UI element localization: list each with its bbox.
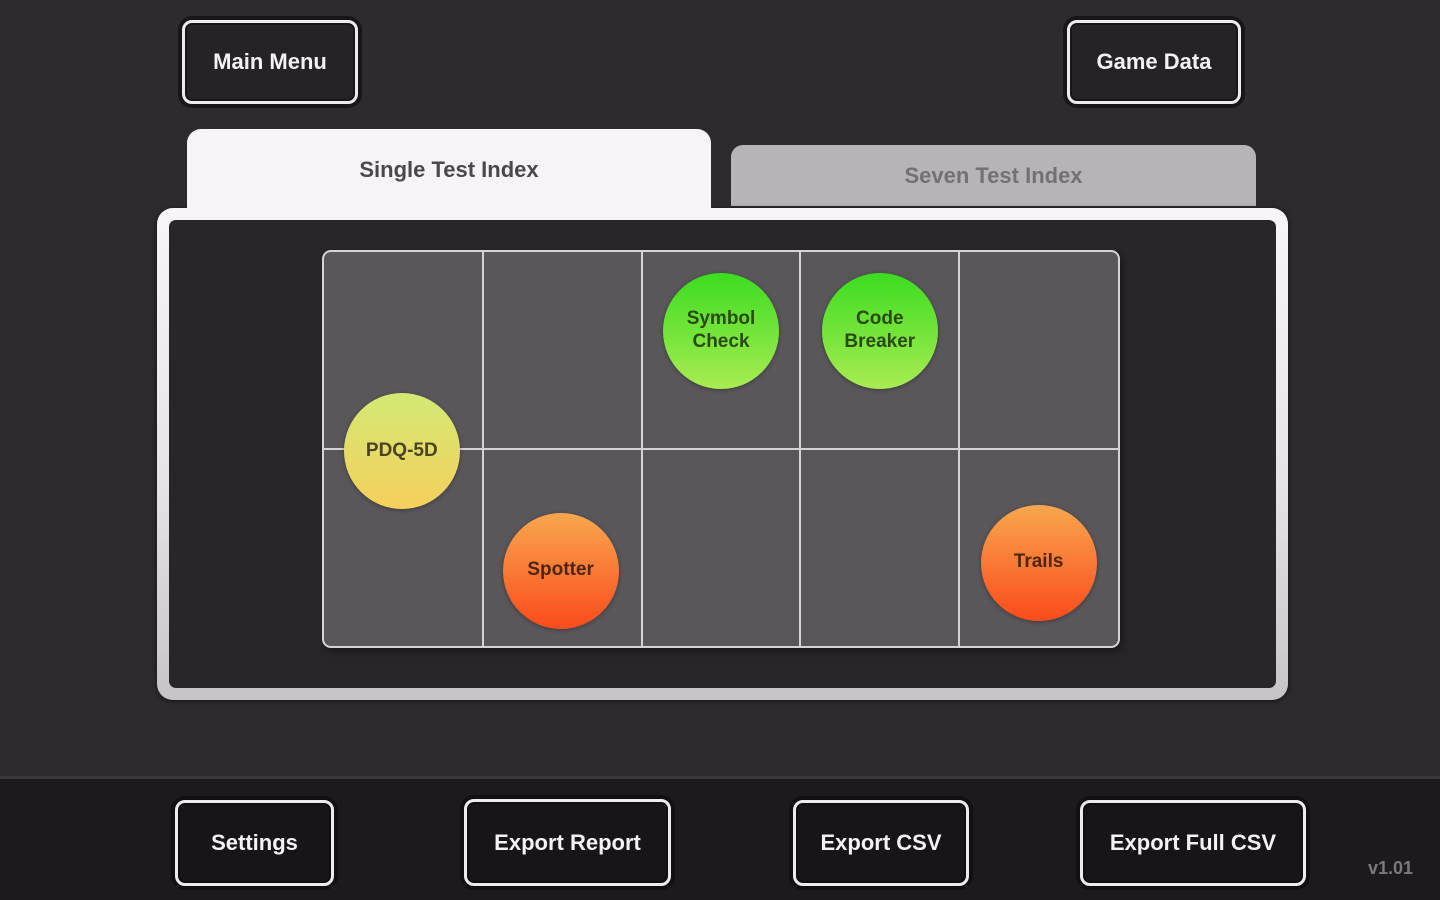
tab-single-test-index-label: Single Test Index <box>359 157 539 182</box>
main-menu-button-label: Main Menu <box>213 49 327 74</box>
settings-button[interactable]: Settings <box>175 800 334 886</box>
test-bubble-label: Symbol Check <box>686 308 756 353</box>
test-bubble-code-breaker[interactable]: Code Breaker <box>821 273 938 390</box>
grid-line-horizontal-1 <box>324 448 1118 450</box>
test-bubble-label: PDQ-5D <box>365 439 438 461</box>
tab-seven-test-index[interactable]: Seven Test Index <box>731 145 1256 206</box>
tab-single-test-index[interactable]: Single Test Index <box>187 129 711 219</box>
test-bubble-label: Spotter <box>527 559 594 581</box>
version-label: v1.01 <box>1367 858 1413 878</box>
footer-bar <box>0 776 1440 900</box>
test-bubble-label: Code Breaker <box>844 308 916 353</box>
export-full-csv-button[interactable]: Export Full CSV <box>1080 800 1306 886</box>
tab-seven-test-index-label: Seven Test Index <box>904 162 1083 188</box>
test-bubble-label: Trails <box>1013 551 1064 573</box>
export-csv-button[interactable]: Export CSV <box>793 800 969 886</box>
settings-button-label: Settings <box>211 830 298 855</box>
test-bubble-pdq-5d[interactable]: PDQ-5D <box>343 392 460 509</box>
test-bubble-spotter[interactable]: Spotter <box>502 512 619 629</box>
export-report-button[interactable]: Export Report <box>464 799 671 886</box>
test-bubble-symbol-check[interactable]: Symbol Check <box>663 273 779 390</box>
export-report-button-label: Export Report <box>494 829 641 855</box>
export-csv-button-label: Export CSV <box>820 830 942 855</box>
game-data-button-label: Game Data <box>1096 49 1212 74</box>
test-bubble-trails[interactable]: Trails <box>980 504 1097 621</box>
game-data-button[interactable]: Game Data <box>1067 20 1241 104</box>
export-full-csv-button-label: Export Full CSV <box>1109 830 1277 855</box>
main-menu-button[interactable]: Main Menu <box>182 20 358 104</box>
